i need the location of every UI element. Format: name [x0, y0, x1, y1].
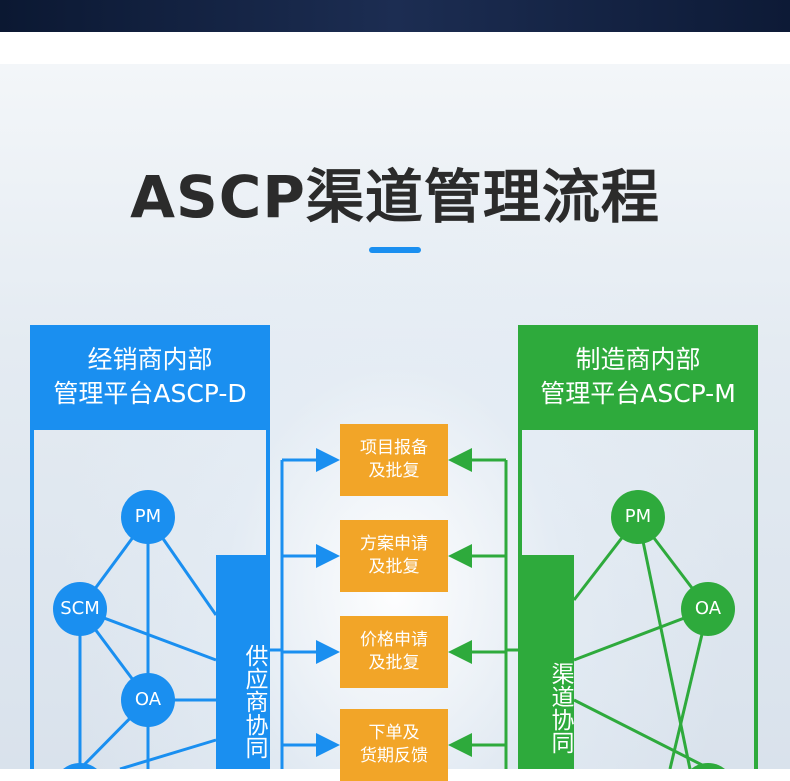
- manufacturer-node-pm: PM: [611, 490, 665, 544]
- step-solution-request: 方案申请 及批复: [340, 520, 448, 592]
- manufacturer-frame: [518, 430, 758, 769]
- manufacturer-header-line1: 制造商内部: [575, 345, 701, 374]
- step-4-line2: 货期反馈: [360, 746, 428, 766]
- dealer-arrows: [268, 448, 340, 769]
- step-price-request: 价格申请 及批复: [340, 616, 448, 688]
- step-4-line1: 下单及: [368, 723, 420, 743]
- step-project-report: 项目报备 及批复: [340, 424, 448, 496]
- title-underline: [369, 247, 421, 253]
- manufacturer-node-partial: [691, 763, 725, 769]
- line-m-bar-down: [573, 698, 711, 769]
- step-1-line1: 项目报备: [360, 438, 428, 458]
- manufacturer-header: 制造商内部 管理平台ASCP-M: [518, 325, 758, 430]
- page-title: ASCP渠道管理流程: [130, 163, 660, 231]
- step-2-line1: 方案申请: [360, 534, 428, 554]
- dealer-node-scm: SCM: [53, 582, 107, 636]
- step-1-line2: 及批复: [368, 461, 420, 481]
- channel-collab-bar: 渠道协同: [522, 555, 574, 769]
- step-3-line2: 及批复: [368, 653, 420, 673]
- step-3-line1: 价格申请: [360, 630, 428, 650]
- step-order-delivery: 下单及 货期反馈: [340, 709, 448, 781]
- manufacturer-header-line2: 管理平台ASCP-M: [540, 379, 736, 408]
- dealer-header-line2: 管理平台ASCP-D: [53, 379, 247, 408]
- dealer-node-pm: PM: [121, 490, 175, 544]
- manufacturer-arrows: [448, 448, 522, 769]
- dealer-node-oa: OA: [121, 673, 175, 727]
- dealer-node-partial: [63, 763, 97, 769]
- dealer-header: 经销商内部 管理平台ASCP-D: [30, 325, 270, 430]
- step-2-line2: 及批复: [368, 557, 420, 577]
- line-bar-down: [119, 738, 217, 769]
- dealer-frame: [30, 430, 270, 769]
- supplier-collab-bar: 供应商协同: [216, 555, 268, 769]
- manufacturer-node-oa: OA: [681, 582, 735, 636]
- top-banner: [0, 0, 790, 32]
- dealer-header-line1: 经销商内部: [87, 345, 213, 374]
- line-m-oa-down: [668, 608, 710, 769]
